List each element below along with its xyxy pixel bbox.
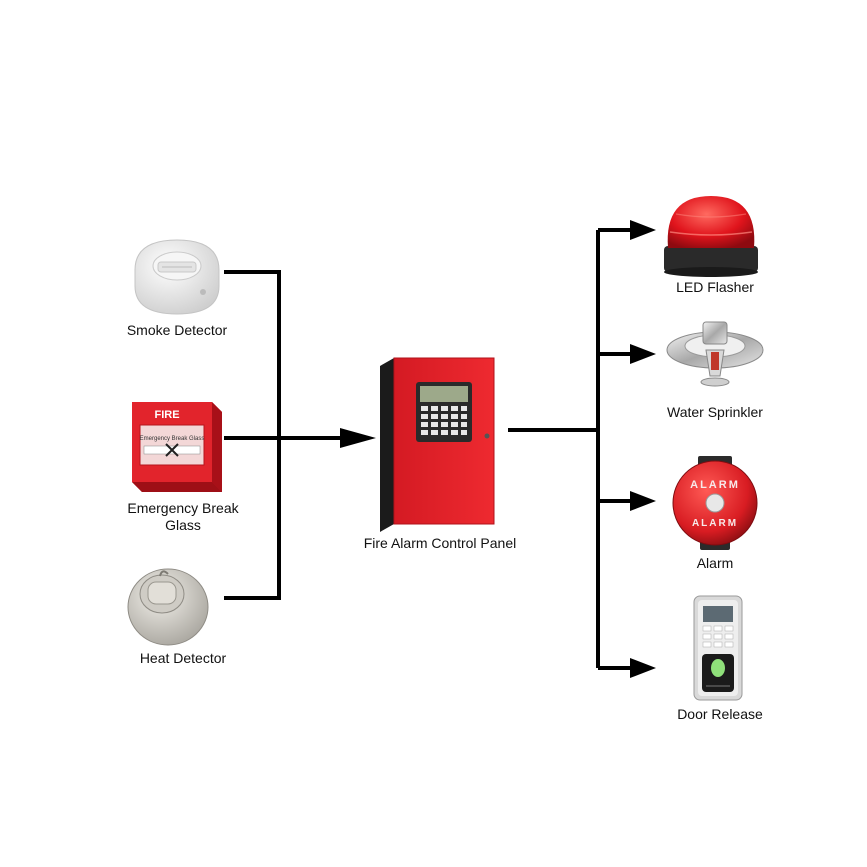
smoke-detector-label: Smoke Detector (126, 322, 228, 338)
alarm-label: Alarm (696, 555, 734, 571)
alarm-bell-icon: ALARM ALARM (672, 456, 758, 550)
heat-detector-icon (127, 568, 209, 646)
control-panel-icon (380, 357, 495, 532)
output-connectors (508, 228, 632, 670)
water-sprinkler-icon (666, 321, 764, 387)
led-flasher-icon (664, 196, 758, 277)
led-flasher-label: LED Flasher (676, 279, 754, 295)
control-panel-label: Fire Alarm Control Panel (363, 535, 517, 551)
break-glass-label: Emergency Break Glass (127, 500, 239, 533)
smoke-connector (224, 270, 281, 438)
heat-detector-label: Heat Detector (139, 650, 227, 666)
water-sprinkler-label: Water Sprinkler (667, 404, 763, 420)
break-glass-icon: FIRE Emergency Break Glass (132, 402, 222, 492)
arrow-door-icon (630, 658, 656, 678)
smoke-detector-icon (134, 239, 220, 315)
alarm-top-text: ALARM (690, 479, 740, 491)
alarm-bottom-text: ALARM (692, 518, 738, 529)
door-release-icon (693, 595, 743, 701)
input-connectors (224, 270, 345, 600)
break-glass-strip-text: Emergency Break Glass (140, 436, 205, 442)
arrow-sprinkler-icon (630, 344, 656, 364)
arrow-alarm-icon (630, 491, 656, 511)
heat-connector (224, 438, 281, 600)
fire-text: FIRE (154, 409, 179, 421)
arrow-to-panel-icon (340, 428, 376, 448)
door-release-label: Door Release (677, 706, 763, 722)
arrow-led-icon (630, 220, 656, 240)
